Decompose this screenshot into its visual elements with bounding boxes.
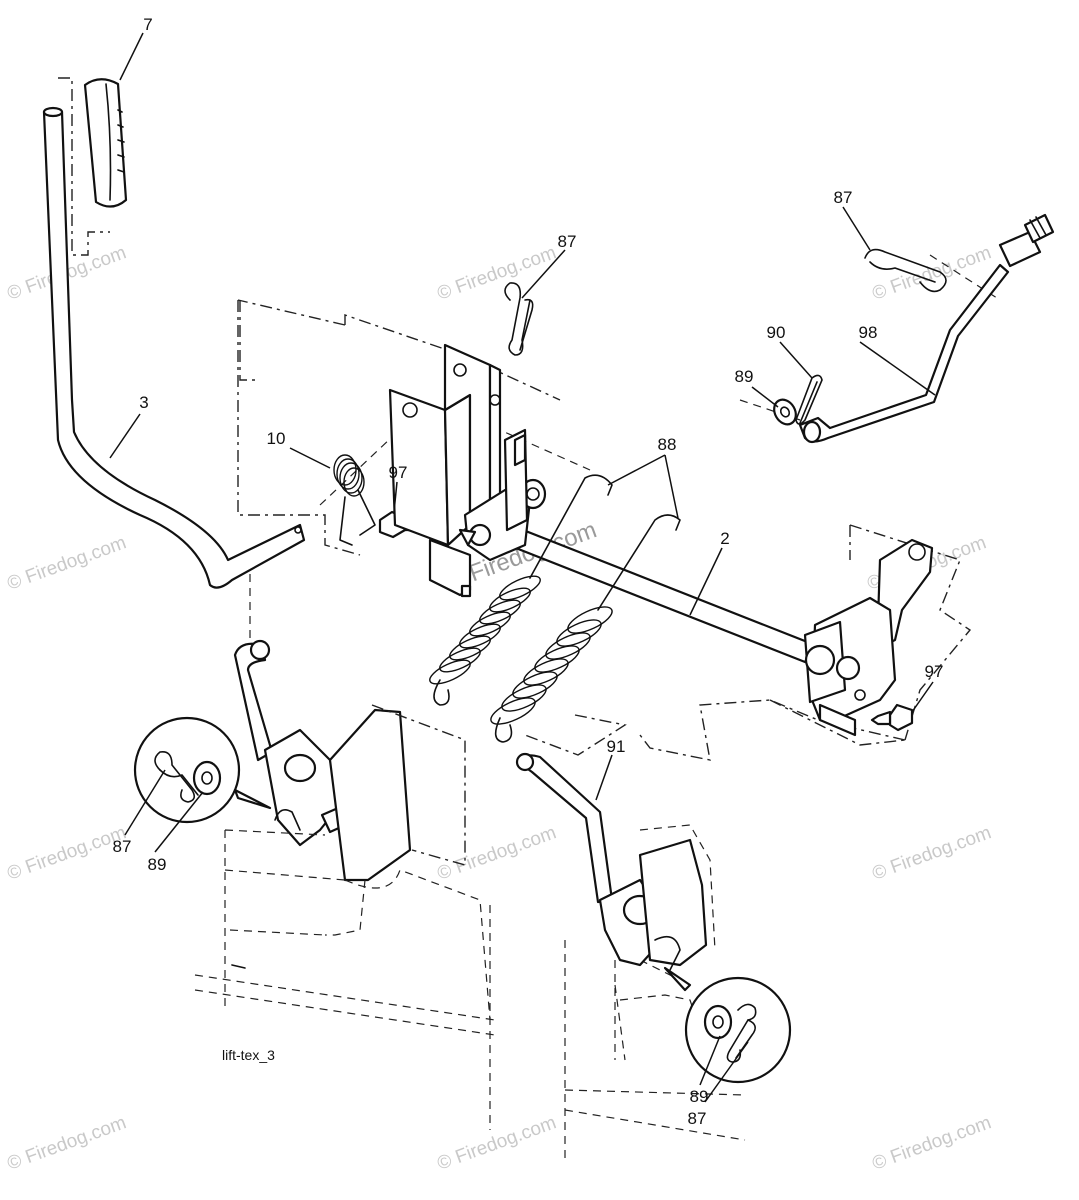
watermark: © Firedog.com (870, 1112, 995, 1174)
callout-2: 2 (720, 529, 729, 548)
callout-7: 7 (143, 15, 152, 34)
watermark: © Firedog.com (5, 1112, 130, 1174)
lift-lever-assembly (42, 78, 306, 589)
mower-deck-left (194, 829, 496, 1130)
lift-lever-rod (42, 110, 306, 589)
callout-97-left: 97 (389, 463, 408, 482)
callout-87-bottom: 87 (688, 1109, 707, 1128)
spring-left (429, 575, 541, 706)
diagram-caption: lift-tex_3 (222, 1047, 275, 1063)
callout-89-bottom: 89 (690, 1087, 709, 1106)
callout-89-right: 89 (735, 367, 754, 386)
callout-98: 98 (859, 323, 878, 342)
callout-87-right: 87 (834, 188, 853, 207)
extension-springs-88 (429, 474, 681, 743)
callout-97-right: 97 (925, 662, 944, 681)
callout-87-top: 87 (558, 232, 577, 251)
callout-87-left: 87 (113, 837, 132, 856)
washer-89-right (773, 398, 797, 426)
watermark: © Firedog.com (5, 822, 130, 884)
lift-shaft-2 (458, 428, 817, 664)
cotter-pin-90 (795, 374, 823, 425)
lift-arm-right (803, 538, 934, 737)
lift-arm-left-assembly (233, 639, 466, 882)
handle-grip-7 (83, 78, 128, 208)
watermark: © Firedog.com (870, 822, 995, 884)
watermark: © Firedog.com (435, 242, 560, 304)
lift-rod-91 (515, 752, 716, 971)
callout-3: 3 (139, 393, 148, 412)
callout-labels: 7 87 87 90 98 89 3 10 97 88 2 97 91 87 8… (113, 15, 944, 1128)
callout-89-left: 89 (148, 855, 167, 874)
lift-link-rod-98 (798, 213, 1055, 444)
spring-right (490, 606, 613, 743)
torsion-spring-10 (333, 454, 376, 546)
callout-90: 90 (767, 323, 786, 342)
detail-circle-left (133, 716, 272, 824)
callout-91: 91 (607, 737, 626, 756)
watermark: © Firedog.com (5, 532, 130, 594)
leader-lines (109, 32, 936, 1103)
hairpin-clip-87-right (864, 248, 947, 293)
shoulder-bolt-97-right (870, 703, 914, 732)
watermark: © Firedog.com (435, 1112, 560, 1174)
callout-10: 10 (267, 429, 286, 448)
watermark: © Firedog.com (435, 822, 560, 884)
mounting-bracket-center (388, 343, 502, 598)
callout-88: 88 (658, 435, 677, 454)
detail-circle-right (663, 966, 792, 1084)
hairpin-clip-87-top (504, 282, 534, 356)
